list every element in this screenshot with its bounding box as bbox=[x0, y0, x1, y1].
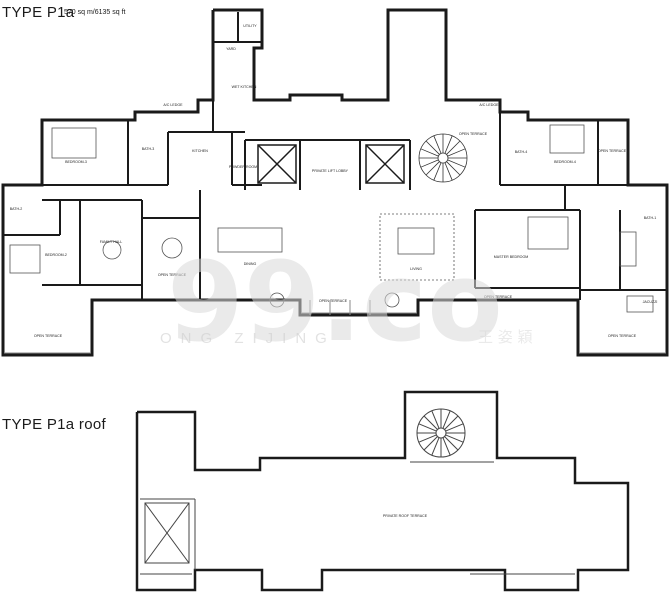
interior-walls bbox=[3, 12, 667, 300]
label-kitchen: KITCHEN bbox=[192, 149, 208, 153]
stair-tread bbox=[444, 135, 453, 154]
stair-tread bbox=[446, 140, 461, 155]
stair-tread bbox=[433, 135, 442, 154]
label-dining: DINING bbox=[244, 262, 257, 266]
watermark-chinese: 王 姿 穎 bbox=[478, 328, 533, 346]
stair-tread bbox=[447, 159, 466, 168]
label-jacuzzi: JACUZZI bbox=[643, 300, 658, 304]
spiral-staircase bbox=[418, 133, 468, 183]
stair-tread bbox=[431, 410, 440, 429]
watermark-logo: 99.co bbox=[167, 238, 503, 366]
label-family-hall: FAMILY HALL bbox=[100, 240, 122, 244]
stair-tread bbox=[423, 415, 438, 430]
label-utility: UTILITY bbox=[243, 24, 257, 28]
label-yard: YARD bbox=[226, 47, 236, 51]
label-private-lift-lobby: PRIVATE LIFT LOBBY bbox=[312, 169, 349, 173]
label-bedroom-3: BEDROOM-3 bbox=[65, 160, 87, 164]
label-open-terrace-right-top: OPEN TERRACE bbox=[598, 149, 627, 153]
plan-title: TYPE P1a bbox=[2, 4, 75, 21]
roof-plan-title: TYPE P1a roof bbox=[2, 416, 106, 433]
label-private-roof-terrace: PRIVATE ROOF TERRACE bbox=[383, 514, 428, 518]
stair-tread bbox=[425, 161, 440, 176]
lift-cores bbox=[257, 144, 405, 184]
label-bath-3: BATH-3 bbox=[142, 147, 155, 151]
label-bath-2: BATH-2 bbox=[10, 207, 23, 211]
stair-tread bbox=[431, 437, 440, 456]
label-open-terrace-center: OPEN TERRACE bbox=[319, 299, 348, 303]
room-labels: UTILITY YARD WET KITCHEN A/C LEDGE A/C L… bbox=[10, 24, 658, 338]
stair-tread bbox=[433, 162, 442, 181]
stair-tread bbox=[445, 423, 464, 432]
stair-tread bbox=[444, 162, 453, 181]
label-ac-ledge-left: A/C LEDGE bbox=[163, 103, 183, 107]
watermark: 99.co ONG ZIJING 王 姿 穎 bbox=[160, 238, 533, 366]
roof-walls bbox=[135, 390, 630, 592]
stair-tread bbox=[444, 436, 459, 451]
label-bedroom-4: BEDROOM-4 bbox=[554, 160, 576, 164]
stair-tread bbox=[420, 159, 439, 168]
label-ac-ledge-right: A/C LEDGE bbox=[479, 103, 499, 107]
label-bath-1: BATH-1 bbox=[644, 216, 657, 220]
stair-tread bbox=[418, 434, 437, 443]
watermark-subtitle: ONG ZIJING bbox=[160, 330, 336, 347]
stair-tread bbox=[442, 410, 451, 429]
stair-tread bbox=[446, 161, 461, 176]
stair-tread bbox=[425, 140, 440, 155]
stair-tread bbox=[442, 437, 451, 456]
label-bedroom-2: BEDROOM-2 bbox=[45, 253, 67, 257]
plan-area: 570 sq m/6135 sq ft bbox=[64, 9, 126, 16]
label-open-terrace-right-bottom: OPEN TERRACE bbox=[608, 334, 637, 338]
label-living: LIVING bbox=[410, 267, 422, 271]
furniture bbox=[9, 124, 654, 313]
label-powder-room: POWDER ROOM bbox=[229, 165, 257, 169]
label-open-terrace-mid: OPEN TERRACE bbox=[158, 273, 187, 277]
stair-tread bbox=[444, 415, 459, 430]
label-open-terrace-right-mid: OPEN TERRACE bbox=[484, 295, 513, 299]
main-floor-walls bbox=[1, 8, 669, 357]
stair-tread bbox=[445, 434, 464, 443]
label-open-terrace-top: OPEN TERRACE bbox=[459, 132, 488, 136]
terrace-railings bbox=[5, 300, 665, 354]
label-open-terrace-left-bottom: OPEN TERRACE bbox=[34, 334, 63, 338]
stair-tread bbox=[447, 148, 466, 157]
label-bath-4: BATH-4 bbox=[515, 150, 528, 154]
stair-tread bbox=[423, 436, 438, 451]
label-wet-kitchen: WET KITCHEN bbox=[232, 85, 257, 89]
label-master-bedroom: MASTER BEDROOM bbox=[494, 255, 529, 259]
roof-details bbox=[140, 408, 575, 575]
stair-tread bbox=[418, 423, 437, 432]
stair-tread bbox=[420, 148, 439, 157]
